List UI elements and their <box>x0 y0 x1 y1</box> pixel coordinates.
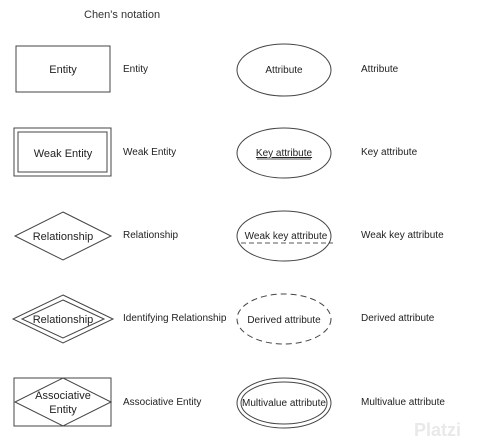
associative-entity-diamond <box>13 377 113 427</box>
weak-entity-outer-rectangle <box>13 127 112 177</box>
weak-key-attribute-label: Weak key attribute <box>361 230 444 241</box>
associative-entity-label: Associative Entity <box>123 397 202 408</box>
key-attribute-shape-text: Key attribute <box>256 148 313 159</box>
relationship-label: Relationship <box>123 230 179 241</box>
key-attribute-label: Key attribute <box>361 147 418 158</box>
derived-attribute-label: Derived attribute <box>361 313 435 324</box>
identifying-relationship-outer-diamond <box>11 294 115 344</box>
identifying-relationship-inner-diamond <box>20 299 106 339</box>
associative-entity-text-line2: Entity <box>49 404 77 416</box>
multivalue-attribute-inner-ellipse <box>240 381 328 425</box>
diagram-title: Chen's notation <box>84 9 161 21</box>
relationship-shape-text: Relationship <box>33 231 94 243</box>
weak-entity-inner-rectangle <box>17 131 108 173</box>
key-attribute-ellipse <box>236 127 332 179</box>
identifying-relationship-shape-text: Relationship <box>33 314 94 326</box>
identifying-relationship-label: Identifying Relationship <box>123 313 227 324</box>
attribute-label: Attribute <box>361 64 399 75</box>
entity-rectangle <box>15 45 111 93</box>
attribute-shape-text: Attribute <box>265 65 303 76</box>
relationship-diamond <box>13 211 113 261</box>
associative-entity-text-line1: Associative <box>35 390 91 402</box>
multivalue-attribute-label: Multivalue attribute <box>361 397 445 408</box>
weak-entity-label: Weak Entity <box>123 147 177 158</box>
weak-entity-shape-text: Weak Entity <box>34 148 93 160</box>
multivalue-attribute-shape-text: Multivalue attribute <box>242 398 326 409</box>
entity-label: Entity <box>123 64 149 75</box>
weak-key-attribute-shape-text: Weak key attribute <box>245 231 328 242</box>
watermark-logo: Platzi <box>414 420 462 440</box>
weak-key-attribute-ellipse <box>236 210 332 262</box>
multivalue-attribute-outer-ellipse <box>236 377 332 429</box>
associative-entity-rectangle <box>13 377 112 427</box>
derived-attribute-dashed-ellipse <box>236 293 332 345</box>
derived-attribute-shape-text: Derived attribute <box>247 315 321 326</box>
entity-shape-text: Entity <box>49 64 77 76</box>
attribute-ellipse <box>236 43 332 97</box>
